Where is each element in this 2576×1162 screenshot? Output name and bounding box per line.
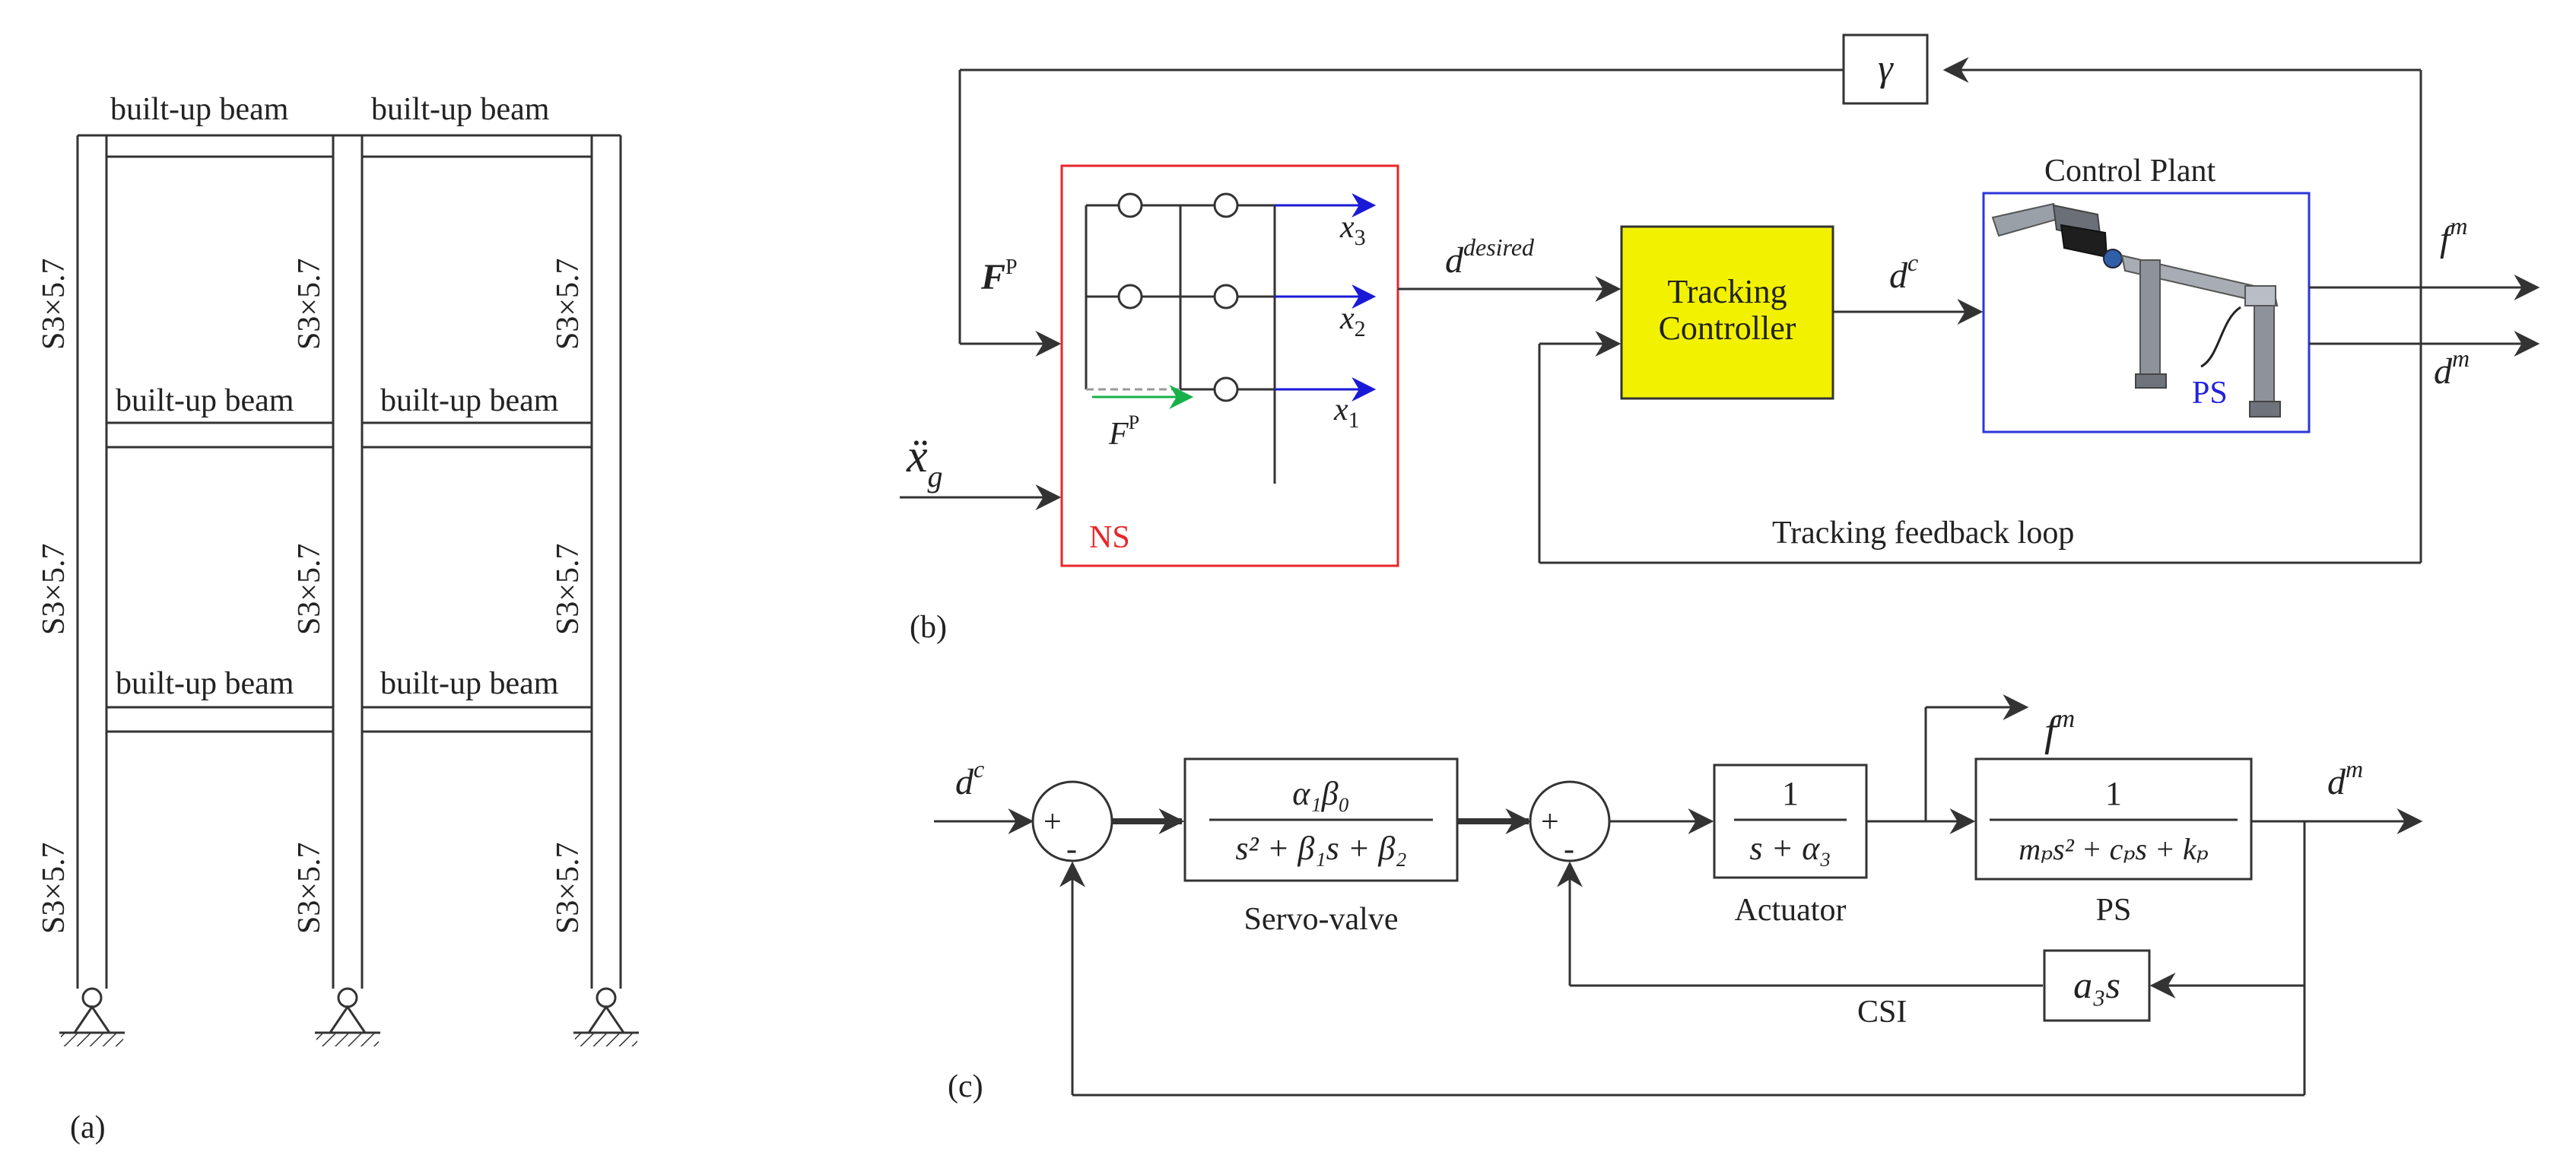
- beam-label-1-left: built-up beam: [116, 666, 294, 701]
- panel-a-caption: (a): [70, 1110, 106, 1145]
- tracking-loop-label: Tracking feedback loop: [1772, 516, 2074, 551]
- xg-label: ẍg: [906, 430, 943, 494]
- column-label: S3×5.7: [37, 543, 71, 635]
- controller-label-line2: Controller: [1659, 310, 1796, 347]
- control-plant-title: Control Plant: [2044, 154, 2216, 189]
- x1-label: x1: [1333, 392, 1360, 433]
- gamma-block: [1842, 33, 1929, 105]
- actuator-rig-illustration: [1991, 202, 2281, 417]
- panel-b: γ FP ẍg x3 x2 x1 FP: [900, 33, 2540, 645]
- d-desired-label: ddesired: [1445, 233, 1535, 281]
- column-label: S3×5.7: [292, 258, 327, 350]
- column-label: S3×5.7: [292, 543, 327, 635]
- fm-branch-lines: [1866, 694, 2029, 834]
- act-num: 1: [1782, 775, 1799, 812]
- servo-num: α₁β₀: [1292, 775, 1350, 812]
- beam-label-2-left: built-up beam: [116, 383, 294, 418]
- column-label: S3×5.7: [551, 543, 586, 635]
- dc-label: dc: [1889, 249, 1918, 296]
- ps-label: PS: [2192, 376, 2228, 411]
- ns-force-label: FP: [1108, 411, 1139, 452]
- panel-b-caption: (b): [910, 610, 947, 645]
- controller-label-line1: Tracking: [1667, 273, 1787, 310]
- ps-num: 1: [2105, 775, 2122, 812]
- actuator-label: Actuator: [1735, 893, 1847, 928]
- x3-label: x3: [1339, 210, 1366, 250]
- frame-beams: [106, 134, 592, 733]
- actuator-block: [1713, 764, 1868, 879]
- beam-label-2-right: built-up beam: [380, 383, 559, 418]
- column-label: S3×5.7: [37, 258, 71, 350]
- tracking-feedback-lines: [1538, 331, 2422, 564]
- beam-label-roof-left: built-up beam: [110, 92, 289, 127]
- act-den: s + α₃: [1749, 830, 1831, 867]
- x2-label: x2: [1339, 301, 1366, 341]
- ns-label: NS: [1089, 520, 1130, 555]
- c-dc-label: dc: [955, 755, 984, 802]
- csi-gain: a₃s: [2073, 964, 2120, 1006]
- ps-den: mₚs² + cₚs + kₚ: [2019, 832, 2209, 866]
- csi-feedback-lines: [1557, 821, 2306, 1095]
- outer-feedback-lines: [1059, 861, 2304, 1097]
- ps-block-label: PS: [2096, 893, 2132, 928]
- panel-a-frame: built-up beam built-up beam built-up bea…: [37, 92, 639, 1145]
- sum1-minus: -: [1066, 832, 1077, 867]
- csi-gain-block: [2043, 949, 2151, 1022]
- ns-displacement-arrows: [1275, 193, 1377, 402]
- gamma-symbol: γ: [1878, 46, 1894, 89]
- panel-c: dc + - α₁β₀ s² + β₁s + β₂ Servo-valve + …: [934, 694, 2423, 1104]
- ns-frame-model: [1085, 192, 1276, 484]
- column-label: S3×5.7: [551, 258, 586, 350]
- dm-label: dm: [2434, 344, 2470, 392]
- sum2-plus: +: [1541, 805, 1559, 840]
- beam-label-roof-right: built-up beam: [371, 92, 550, 127]
- servo-den: s² + β₁s + β₂: [1235, 830, 1406, 867]
- fp-input-label: FP: [980, 256, 1018, 297]
- servo-valve-label: Servo-valve: [1244, 902, 1399, 937]
- ns-box: [1060, 164, 1399, 567]
- sum2-minus: -: [1564, 832, 1574, 867]
- column-label: S3×5.7: [37, 842, 71, 934]
- tracking-controller-block: [1620, 225, 1834, 400]
- frame-columns: [76, 134, 622, 989]
- fm-label: fm: [2440, 212, 2467, 259]
- beam-label-1-right: built-up beam: [380, 666, 559, 701]
- pin-supports: [59, 987, 639, 1046]
- csi-label: CSI: [1857, 995, 1907, 1030]
- c-dm-label: dm: [2327, 755, 2363, 802]
- panel-c-caption: (c): [948, 1069, 983, 1104]
- column-label: S3×5.7: [551, 842, 586, 934]
- sum1-plus: +: [1043, 805, 1062, 840]
- c-fm-label: fm: [2044, 705, 2075, 755]
- column-label: S3×5.7: [292, 842, 327, 934]
